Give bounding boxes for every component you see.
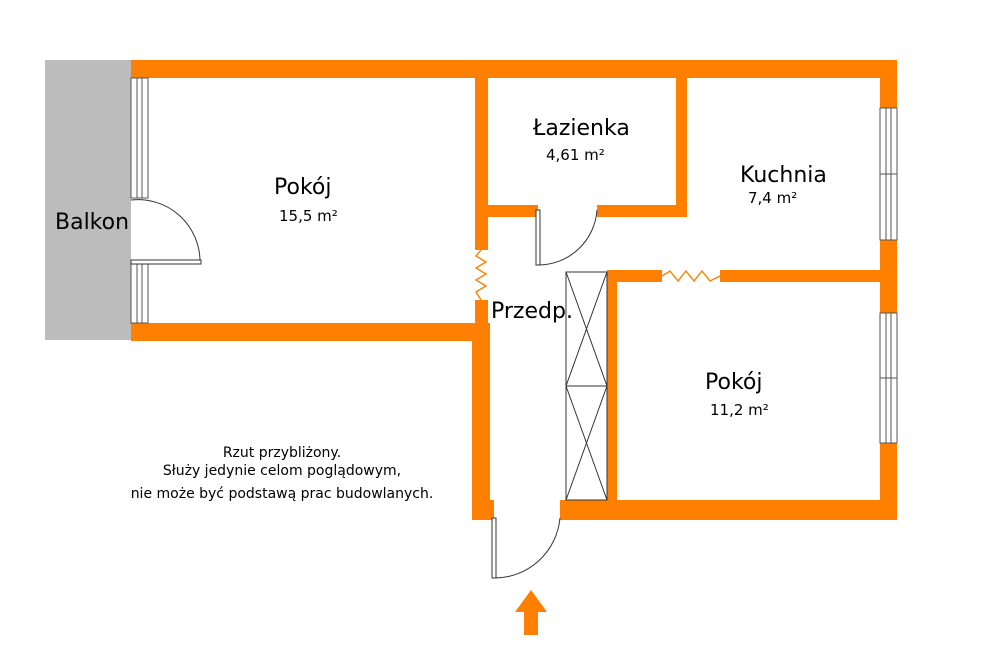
entrance-door xyxy=(491,517,561,579)
balcony-window-upper xyxy=(130,77,149,199)
balcony-area xyxy=(45,60,131,340)
bathroom-door xyxy=(535,209,598,266)
sliding-door-marker xyxy=(474,249,488,301)
note-line-3: nie może być podstawą prac budowlanych. xyxy=(131,486,434,502)
pokoj-1-label: Pokój xyxy=(274,175,331,200)
kuchnia-label: Kuchnia xyxy=(740,163,827,188)
balkon-label: Balkon xyxy=(55,210,129,235)
note-line-2: Służy jedynie celom poglądowym, xyxy=(163,463,401,479)
kitchen-window xyxy=(879,107,898,241)
pokoj-2-label: Pokój xyxy=(705,370,762,395)
balcony-window-lower xyxy=(130,261,149,324)
przedpokoj-label: Przedp. xyxy=(491,299,573,324)
lazienka-label: Łazienka xyxy=(532,116,630,141)
entrance-arrow-icon xyxy=(515,590,547,635)
wardrobe xyxy=(565,271,608,501)
lazienka-area: 4,61 m² xyxy=(546,146,605,164)
pokoj-2-area: 11,2 m² xyxy=(710,401,769,419)
pokoj-1-area: 15,5 m² xyxy=(279,207,338,225)
note-line-1: Rzut przybliżony. xyxy=(223,445,341,461)
room-window xyxy=(879,312,898,444)
kuchnia-area: 7,4 m² xyxy=(748,189,797,207)
balcony-door xyxy=(130,199,202,265)
sliding-door-marker-kitchen xyxy=(661,269,721,283)
